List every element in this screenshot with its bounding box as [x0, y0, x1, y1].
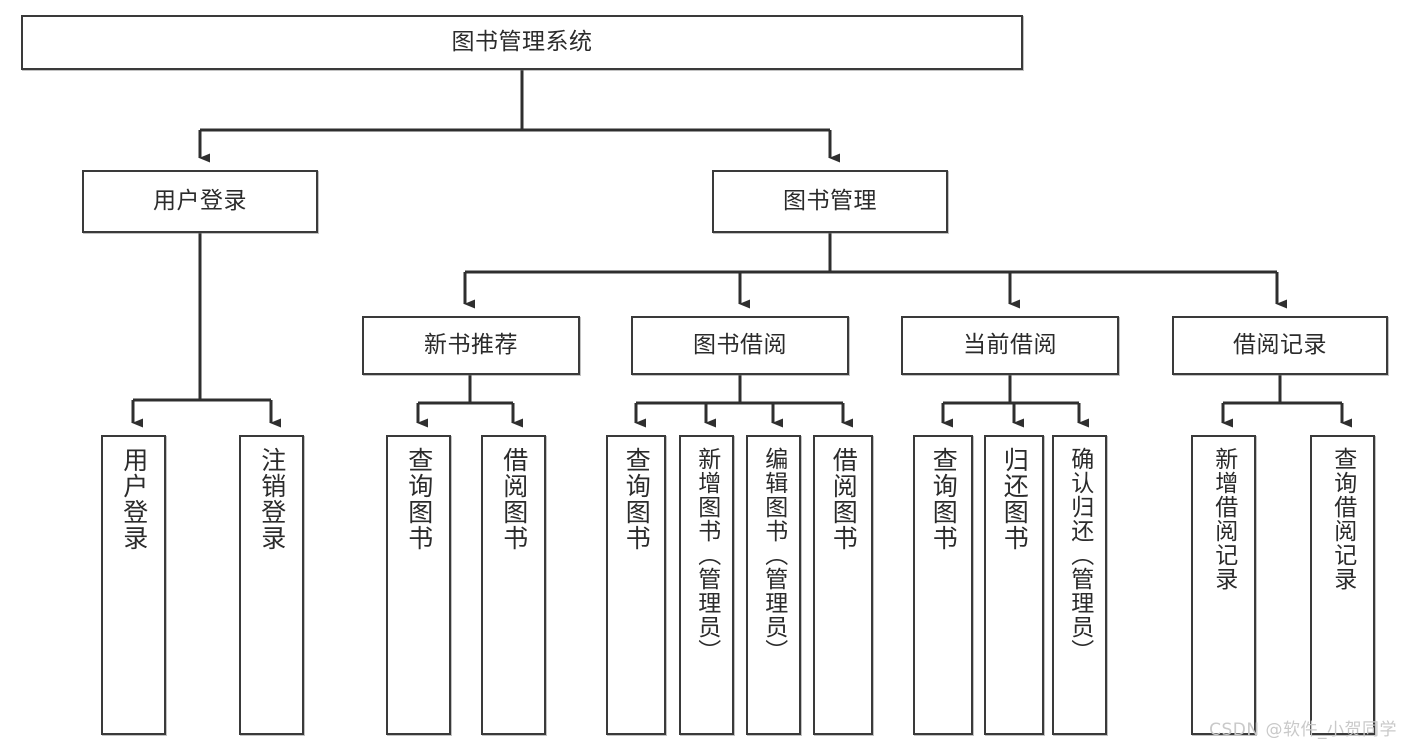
node-leaf-query-borrow-record-label: 查询借阅记录 — [1329, 447, 1356, 591]
node-leaf-query-book-current[interactable]: 查询图书 — [913, 435, 973, 735]
node-leaf-confirm-return-label: 确认归还（管理员） — [1066, 447, 1093, 663]
node-leaf-return-book[interactable]: 归还图书 — [984, 435, 1044, 735]
node-leaf-query-book-new-label: 查询图书 — [404, 447, 434, 551]
node-leaf-borrow-book[interactable]: 借阅图书 — [813, 435, 873, 735]
node-leaf-user-login[interactable]: 用户登录 — [101, 435, 166, 735]
node-book-management[interactable]: 图书管理 — [712, 170, 948, 233]
node-leaf-add-borrow-record-label: 新增借阅记录 — [1210, 447, 1237, 591]
node-leaf-query-book-label: 查询图书 — [622, 447, 652, 551]
node-leaf-borrow-book-label: 借阅图书 — [829, 447, 859, 551]
node-leaf-logout-label: 注销登录 — [257, 447, 287, 551]
node-leaf-query-book[interactable]: 查询图书 — [606, 435, 666, 735]
node-book-management-label: 图书管理 — [783, 187, 877, 214]
node-book-borrow[interactable]: 图书借阅 — [631, 316, 849, 375]
node-borrow-records-label: 借阅记录 — [1233, 331, 1327, 358]
node-root[interactable]: 图书管理系统 — [21, 15, 1023, 70]
node-leaf-borrow-book-new-label: 借阅图书 — [499, 447, 529, 551]
node-leaf-add-borrow-record[interactable]: 新增借阅记录 — [1191, 435, 1256, 735]
node-user-login[interactable]: 用户登录 — [82, 170, 318, 233]
node-leaf-user-login-label: 用户登录 — [119, 447, 149, 551]
node-root-label: 图书管理系统 — [451, 28, 593, 55]
node-leaf-query-book-new[interactable]: 查询图书 — [386, 435, 451, 735]
node-user-login-label: 用户登录 — [153, 187, 247, 214]
node-leaf-query-book-current-label: 查询图书 — [929, 447, 959, 551]
node-borrow-records[interactable]: 借阅记录 — [1172, 316, 1388, 375]
node-leaf-add-book-label: 新增图书（管理员） — [693, 447, 720, 663]
node-current-borrow[interactable]: 当前借阅 — [901, 316, 1119, 375]
node-leaf-query-borrow-record[interactable]: 查询借阅记录 — [1310, 435, 1375, 735]
node-leaf-return-book-label: 归还图书 — [1000, 447, 1030, 551]
node-leaf-logout[interactable]: 注销登录 — [239, 435, 304, 735]
node-leaf-add-book[interactable]: 新增图书（管理员） — [679, 435, 734, 735]
node-current-borrow-label: 当前借阅 — [963, 331, 1057, 358]
node-leaf-edit-book-label: 编辑图书（管理员） — [760, 447, 787, 663]
node-leaf-edit-book[interactable]: 编辑图书（管理员） — [746, 435, 801, 735]
node-new-book-recommend[interactable]: 新书推荐 — [362, 316, 580, 375]
node-leaf-confirm-return[interactable]: 确认归还（管理员） — [1052, 435, 1107, 735]
node-leaf-borrow-book-new[interactable]: 借阅图书 — [481, 435, 546, 735]
watermark-text: CSDN @软件_小贺同学 — [1209, 720, 1397, 740]
node-new-book-recommend-label: 新书推荐 — [424, 331, 518, 358]
node-book-borrow-label: 图书借阅 — [693, 331, 787, 358]
